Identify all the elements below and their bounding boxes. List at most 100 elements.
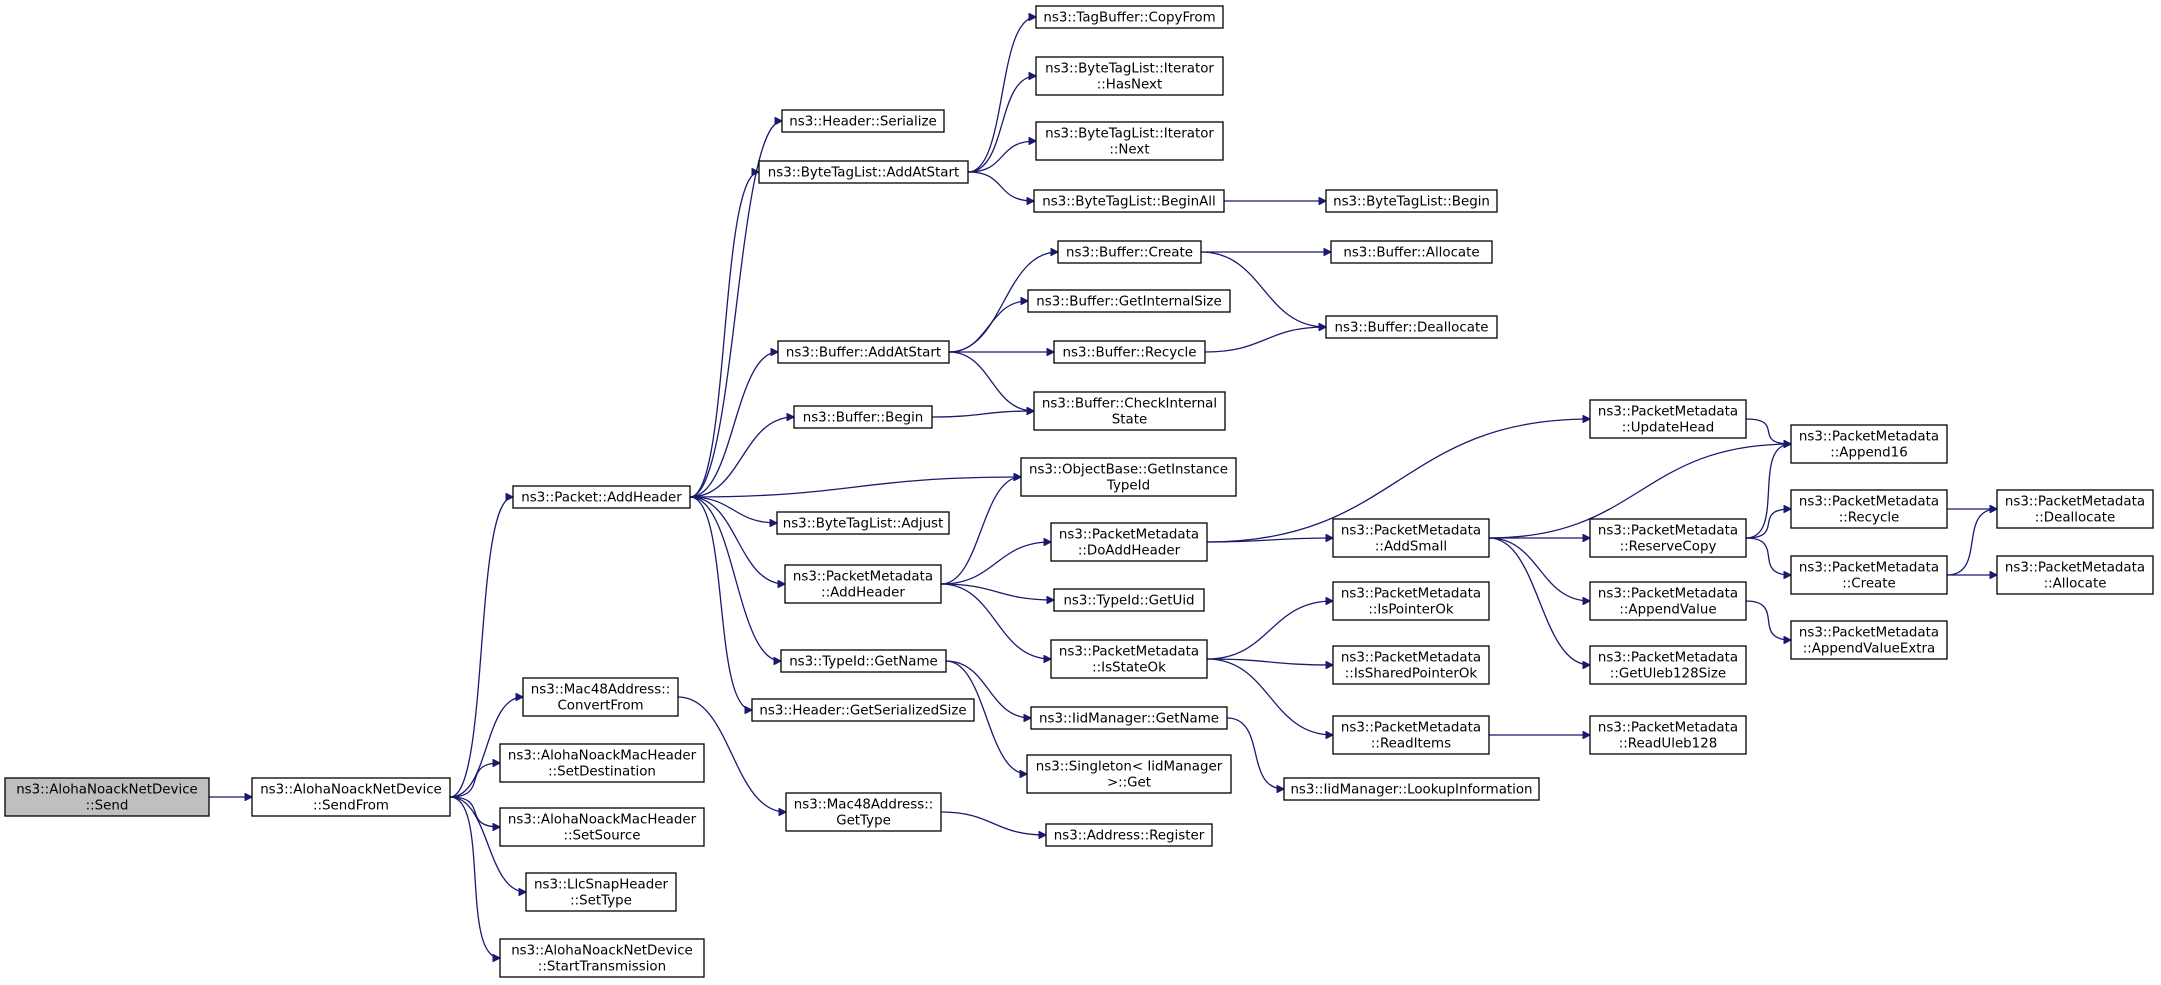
node-setdest[interactable]: ns3::AlohaNoackMacHeader::SetDestination [499,743,705,783]
node-box [499,743,705,783]
node-btladjust[interactable]: ns3::ByteTagList::Adjust [776,511,950,535]
edge-btladdatstart-to-ithasnext [967,76,1036,173]
node-bufgetinternal[interactable]: ns3::Buffer::GetInternalSize [1027,289,1231,313]
edge-bufcreate-to-bufdealloc [1200,251,1326,327]
node-pmrecycle[interactable]: ns3::PacketMetadata::Recycle [1790,489,1948,529]
node-bufallocate[interactable]: ns3::Buffer::Allocate [1330,240,1493,264]
node-pmappendextra[interactable]: ns3::PacketMetadata::AppendValueExtra [1790,620,1948,660]
node-box [1020,457,1237,497]
node-macgettype[interactable]: ns3::Mac48Address::GetType [785,792,942,832]
node-pmdealloc[interactable]: ns3::PacketMetadata::Deallocate [1996,489,2154,529]
node-tagcopyfrom[interactable]: ns3::TagBuffer::CopyFrom [1035,5,1224,29]
node-label: ns3::ByteTagList::Adjust [783,517,944,532]
node-label: ::IsSharedPointerOk [1345,667,1478,682]
node-pmreaditems[interactable]: ns3::PacketMetadata::ReadItems [1332,715,1490,755]
node-box [777,340,950,364]
node-box [751,698,975,722]
edge-pmreservecopy-to-pmrecycle [1745,509,1791,539]
node-pmissharedok[interactable]: ns3::PacketMetadata::IsSharedPointerOk [1332,645,1490,685]
node-convertfrom[interactable]: ns3::Mac48Address::ConvertFrom [522,677,679,717]
node-bufrecycle[interactable]: ns3::Buffer::Recycle [1053,340,1206,364]
node-label: ::DoAddHeader [1078,544,1181,559]
node-box [1050,522,1208,562]
edge-pmcreate-to-pmdealloc [1946,509,1997,576]
node-label: ns3::PacketMetadata [1059,645,1199,660]
node-label: ns3::PacketMetadata [1341,651,1481,666]
node-hserialize[interactable]: ns3::Header::Serialize [781,109,945,133]
edge-btladdatstart-to-tagcopyfrom [967,17,1036,173]
edge-tidgetname-to-singleton [945,660,1027,774]
node-pmdoaddheader[interactable]: ns3::PacketMetadata::DoAddHeader [1050,522,1208,562]
node-btlbegin[interactable]: ns3::ByteTagList::Begin [1325,189,1498,213]
node-label: ns3::TagBuffer::CopyFrom [1043,11,1215,26]
node-bufbegin[interactable]: ns3::Buffer::Begin [793,405,933,429]
node-label: ns3::Mac48Address:: [531,683,671,698]
node-label: ns3::Packet::AddHeader [521,491,682,506]
node-label: ns3::PacketMetadata [1799,626,1939,641]
node-pmisstateok[interactable]: ns3::PacketMetadata::IsStateOk [1050,639,1208,679]
node-label: ConvertFrom [557,699,643,714]
node-send[interactable]: ns3::AlohaNoackNetDevice::Send [4,777,210,817]
node-label: ns3::Buffer::CheckInternal [1042,397,1217,412]
node-pmispointerok[interactable]: ns3::PacketMetadata::IsPointerOk [1332,581,1490,621]
node-addheader[interactable]: ns3::Packet::AddHeader [512,485,691,509]
node-box [525,872,677,912]
node-ithasnext[interactable]: ns3::ByteTagList::Iterator::HasNext [1035,56,1224,96]
node-label: ::AddSmall [1375,540,1447,555]
edge-addheader-to-bufaddatstart [689,352,778,498]
node-label: ns3::PacketMetadata [1598,405,1738,420]
node-bufdealloc[interactable]: ns3::Buffer::Deallocate [1325,315,1498,339]
node-iidlookup[interactable]: ns3::IidManager::LookupInformation [1283,777,1540,801]
node-label: ns3::AlohaNoackNetDevice [511,944,693,959]
node-box [1589,645,1747,685]
node-sendfrom[interactable]: ns3::AlohaNoackNetDevice::SendFrom [251,777,451,817]
node-setsource[interactable]: ns3::AlohaNoackMacHeader::SetSource [499,807,705,847]
edge-addheader-to-hserialize [689,121,782,498]
node-addrregister[interactable]: ns3::Address::Register [1045,823,1213,847]
node-box [780,649,947,673]
node-pmappend16[interactable]: ns3::PacketMetadata::Append16 [1790,424,1948,464]
node-label: ns3::IidManager::GetName [1039,712,1219,727]
node-pmreaduleb[interactable]: ns3::PacketMetadata::ReadUleb128 [1589,715,1747,755]
node-starttx[interactable]: ns3::AlohaNoackNetDevice::StartTransmiss… [499,938,705,978]
node-tidgetname[interactable]: ns3::TypeId::GetName [780,649,947,673]
edge-pmaddsmall-to-pmgetuleb [1488,537,1590,665]
node-bufaddatstart[interactable]: ns3::Buffer::AddAtStart [777,340,950,364]
node-label: ns3::PacketMetadata [1598,721,1738,736]
node-singleton[interactable]: ns3::Singleton< IidManager>::Get [1026,754,1232,794]
node-label: ns3::Header::Serialize [789,115,936,130]
node-label: ns3::TypeId::GetName [789,655,938,670]
node-btladdatstart[interactable]: ns3::ByteTagList::AddAtStart [758,160,969,184]
node-box [776,511,950,535]
node-pmupdatehead[interactable]: ns3::PacketMetadata::UpdateHead [1589,399,1747,439]
edge-addheader-to-hgetsersize [689,496,752,710]
node-pmappendvalue[interactable]: ns3::PacketMetadata::AppendValue [1589,581,1747,621]
node-box [1033,189,1225,213]
node-label: ns3::PacketMetadata [1341,587,1481,602]
node-pmaddheader[interactable]: ns3::PacketMetadata::AddHeader [784,564,942,604]
node-label: ns3::PacketMetadata [1598,651,1738,666]
node-label: ns3::PacketMetadata [1341,721,1481,736]
node-iidgetname[interactable]: ns3::IidManager::GetName [1030,706,1228,730]
node-label: ns3::PacketMetadata [2005,561,2145,576]
node-pmaddsmall[interactable]: ns3::PacketMetadata::AddSmall [1332,518,1490,558]
node-label: ::ReadUleb128 [1619,737,1718,752]
node-itnext[interactable]: ns3::ByteTagList::Iterator::Next [1035,121,1224,161]
edge-bufrecycle-to-bufdealloc [1204,327,1326,353]
node-settype[interactable]: ns3::LlcSnapHeader::SetType [525,872,677,912]
node-bufcreate[interactable]: ns3::Buffer::Create [1057,240,1202,264]
node-tidgetuid[interactable]: ns3::TypeId::GetUid [1053,588,1205,612]
node-label: ns3::AlohaNoackMacHeader [508,813,697,828]
node-pmreservecopy[interactable]: ns3::PacketMetadata::ReserveCopy [1589,518,1747,558]
node-pmgetuleb[interactable]: ns3::PacketMetadata::GetUleb128Size [1589,645,1747,685]
node-pmcreate[interactable]: ns3::PacketMetadata::Create [1790,555,1948,595]
node-pmallocate[interactable]: ns3::PacketMetadata::Allocate [1996,555,2154,595]
edge-sendfrom-to-addheader [449,497,513,798]
node-hgetsersize[interactable]: ns3::Header::GetSerializedSize [751,698,975,722]
edge-sendfrom-to-setdest [449,763,500,798]
node-btlbeginall[interactable]: ns3::ByteTagList::BeginAll [1033,189,1225,213]
node-label: ns3::PacketMetadata [1059,528,1199,543]
